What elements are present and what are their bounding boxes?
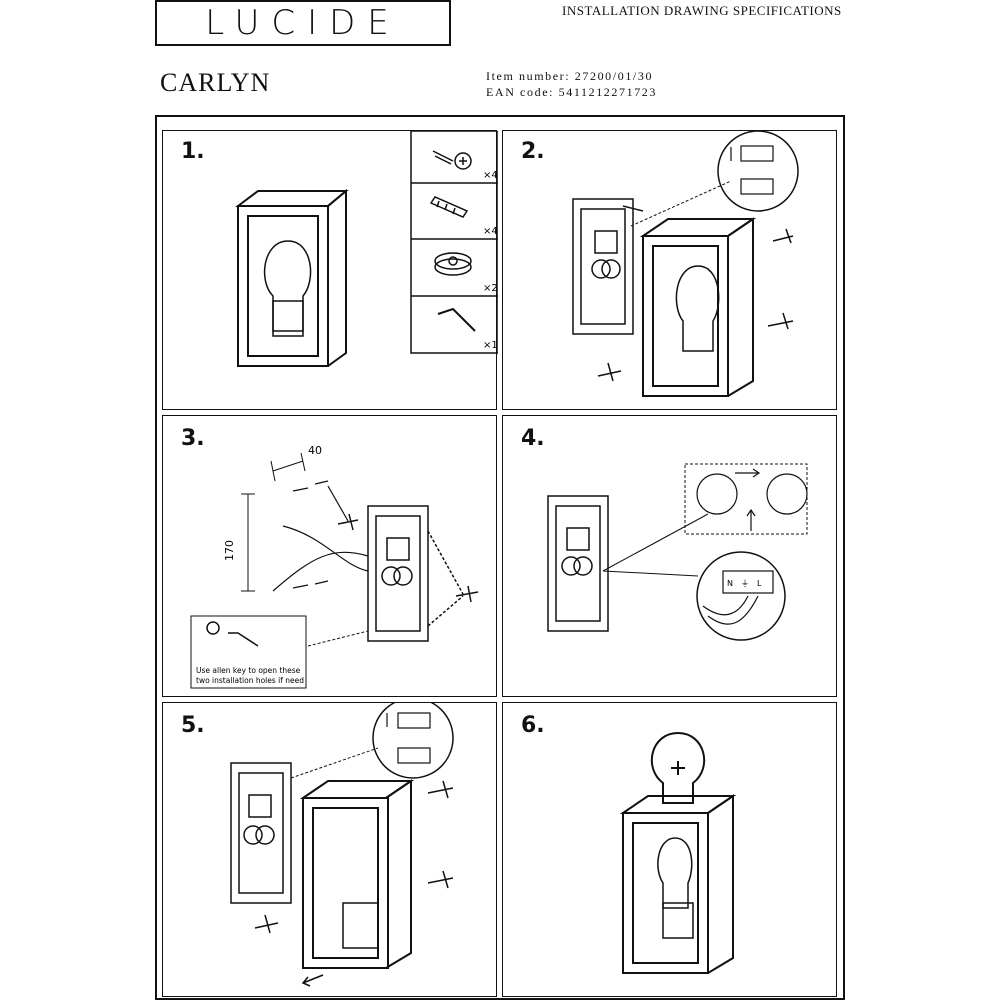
dimension-vertical: 170 — [223, 540, 236, 561]
screw-arrows-icon — [337, 513, 479, 627]
wall-plate-icon — [572, 198, 634, 335]
step-6-panel: 6. — [502, 702, 837, 997]
cap-detail-box — [684, 463, 808, 535]
screw-arrows-icon — [597, 205, 794, 382]
allen-note-box — [190, 615, 307, 689]
qty-plug: ×4 — [483, 226, 498, 237]
step-4-panel: 4. N ⏚ L — [502, 415, 837, 697]
product-name: CARLYN — [160, 68, 271, 97]
step-5-panel: 5. — [162, 702, 497, 997]
terminal-detail-icon — [372, 703, 454, 779]
step-1-drawing: ×4 ×4 ×2 ×1 — [235, 131, 498, 367]
lamp-icon — [235, 188, 349, 367]
step-6-number: 6. — [521, 713, 545, 738]
screw-arrows-icon — [254, 780, 454, 987]
terminal-block-icon — [386, 712, 431, 764]
step-5-drawing — [230, 703, 454, 987]
terminal-detail-icon — [717, 131, 799, 212]
qty-cap: ×2 — [483, 283, 498, 294]
drawing-frame: 1. — [155, 115, 845, 1000]
wall-plate-icon — [367, 505, 429, 642]
step-4-number: 4. — [521, 426, 545, 451]
lamp-icon — [299, 779, 415, 969]
step-2-number: 2. — [521, 139, 545, 164]
step-3-panel: 3. 40 170 — [162, 415, 497, 697]
step-6-drawing — [619, 731, 737, 974]
allen-note-line1: Use allen key to open these — [196, 666, 301, 675]
step-3-drawing: 40 170 — [190, 444, 479, 689]
terminal-label-l: L — [757, 579, 762, 588]
step-2-drawing — [572, 131, 799, 397]
allen-key-icon — [206, 621, 259, 647]
wall-plate-icon — [547, 495, 609, 632]
terminal-block-icon — [730, 145, 774, 195]
parts-table — [410, 131, 498, 354]
terminal-label-n: N — [727, 579, 733, 588]
step-1-number: 1. — [181, 139, 205, 164]
ean-code: EAN code: 5411212271723 — [486, 85, 658, 99]
cable-icon — [272, 525, 369, 592]
product-meta: Item number: 27200/01/30 EAN code: 54112… — [486, 68, 657, 100]
cap-detail-left — [696, 473, 738, 515]
step-4-drawing: N ⏚ L — [547, 463, 808, 641]
qty-key: ×1 — [483, 340, 498, 351]
dimension-lines — [241, 452, 306, 592]
arrow-icons — [735, 468, 761, 531]
bulb-icon — [650, 731, 706, 804]
step-5-number: 5. — [181, 713, 205, 738]
wall-plug-icon — [429, 196, 469, 218]
terminal-detail-icon — [696, 551, 786, 641]
item-number: Item number: 27200/01/30 — [486, 69, 654, 83]
wall-plate-icon — [230, 762, 292, 904]
dimension-horizontal: 40 — [308, 444, 322, 457]
wire-connection-line — [630, 180, 732, 227]
qty-screw: ×4 — [483, 170, 498, 181]
lamp-icon — [639, 217, 757, 397]
screw-icon — [432, 150, 472, 170]
step-1-panel: 1. — [162, 130, 498, 410]
brand-logo: LUCIDE — [155, 0, 451, 46]
step-2-panel: 2. — [502, 130, 837, 410]
step-3-number: 3. — [181, 426, 205, 451]
lamp-icon — [619, 794, 737, 974]
allen-key-icon — [437, 307, 476, 332]
allen-note-line2: two installation holes if need — [196, 676, 304, 685]
document-title: INSTALLATION DRAWING SPECIFICATIONS — [562, 3, 842, 18]
terminal-block-icon — [702, 570, 774, 625]
cap-icon — [434, 252, 472, 276]
wall-plug-icons — [292, 480, 349, 589]
cap-detail-right — [766, 473, 808, 515]
terminal-label-earth: ⏚ — [741, 579, 749, 588]
